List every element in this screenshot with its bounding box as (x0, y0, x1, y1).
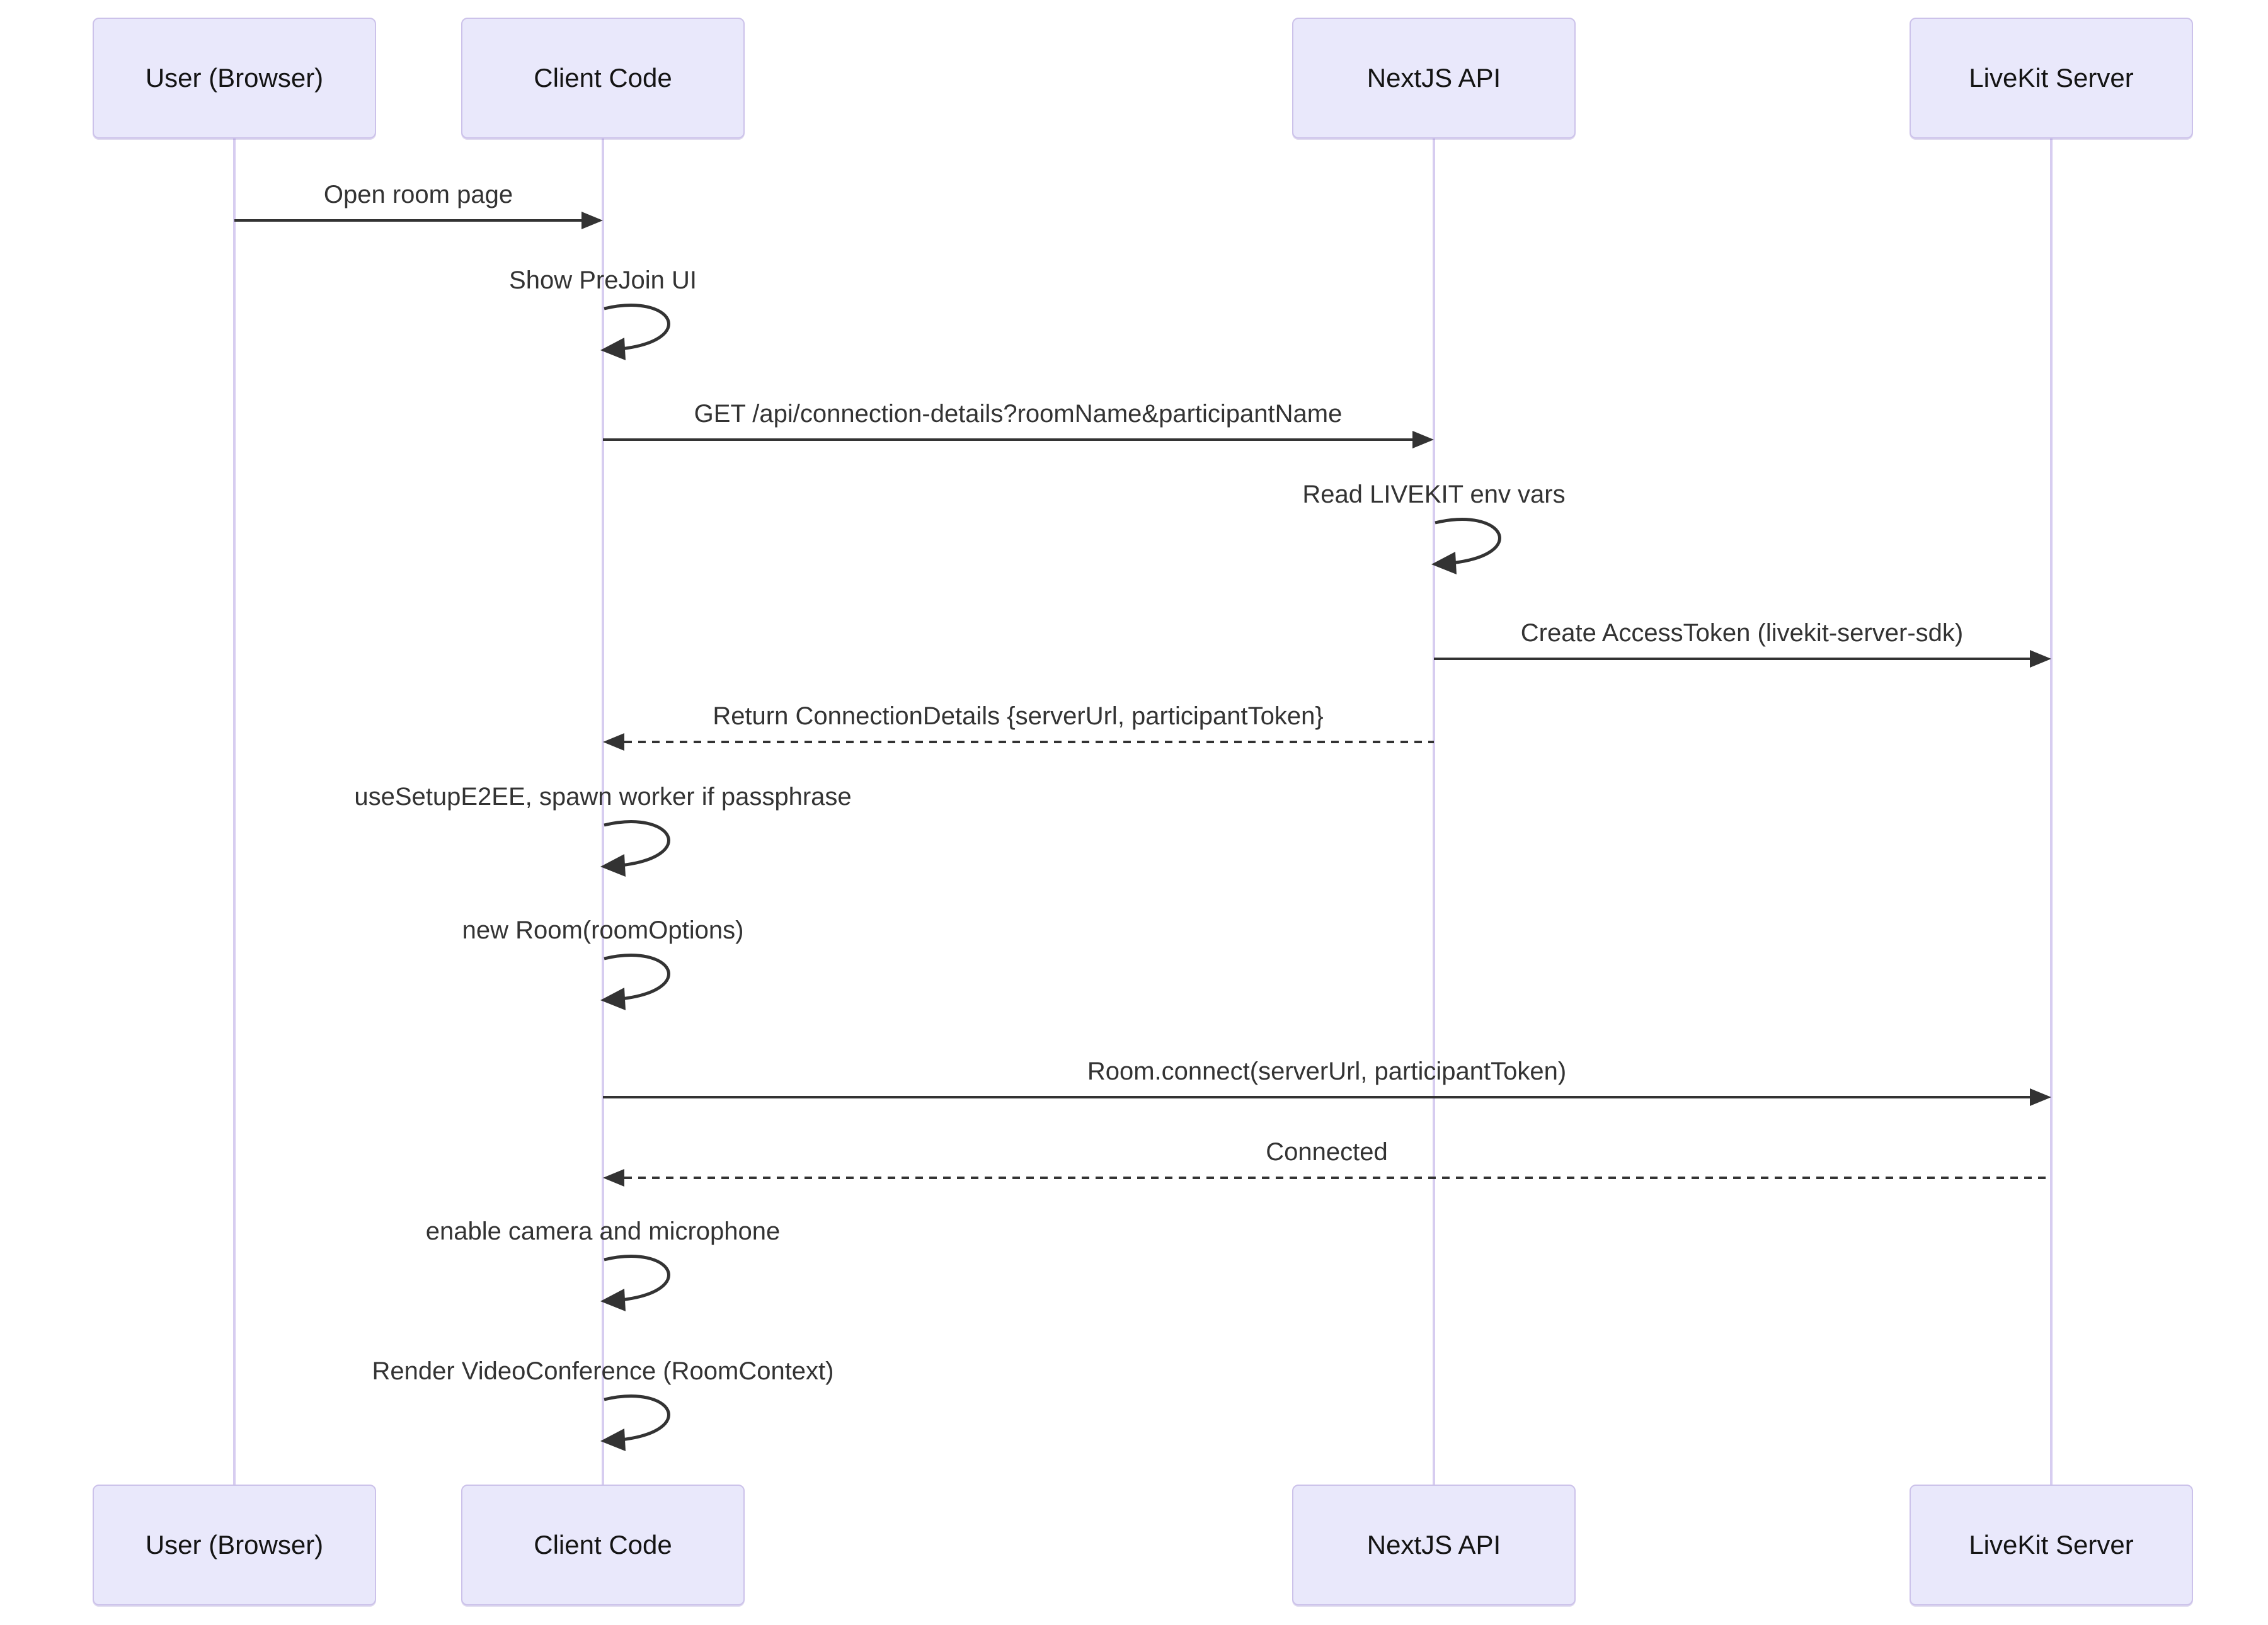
arrowhead-right-icon (2030, 650, 2051, 668)
actor-label-user-top: User (Browser) (145, 63, 324, 93)
self-loop-arrow-icon (600, 820, 670, 877)
self-loop-arrow-icon (600, 1255, 670, 1311)
lifeline-nextjs (1433, 139, 1435, 1485)
actor-box-client-top: Client Code (461, 18, 745, 139)
message-label-room-connect: Room.connect(serverUrl, participantToken… (1087, 1058, 1567, 1085)
message-label-open-room-page: Open room page (323, 181, 513, 208)
lifeline-client (602, 139, 604, 1485)
actor-label-client-bottom: Client Code (534, 1530, 672, 1559)
actor-box-nextjs-top: NextJS API (1292, 18, 1576, 139)
message-arrow-room-connect (603, 1096, 2030, 1098)
message-connected (624, 1177, 2050, 1179)
actor-label-nextjs-bottom: NextJS API (1366, 1530, 1501, 1559)
actor-box-user-top: User (Browser) (93, 18, 376, 139)
message-label-show-prejoin-ui: Show PreJoin UI (509, 266, 697, 294)
message-arrow-get-connection-details (603, 438, 1412, 441)
actor-box-client-bottom: Client Code (461, 1485, 745, 1605)
actor-label-livekit-bottom: LiveKit Server (1969, 1530, 2134, 1559)
message-label-return-connection-details: Return ConnectionDetails {serverUrl, par… (713, 702, 1324, 730)
message-arrow-create-accesstoken (1434, 658, 2030, 660)
actor-box-livekit-top: LiveKit Server (1910, 18, 2193, 139)
lifeline-user (233, 139, 236, 1485)
message-arrow-open-room-page (234, 219, 581, 222)
message-label-read-env-vars: Read LIVEKIT env vars (1302, 481, 1566, 508)
actor-box-nextjs-bottom: NextJS API (1292, 1485, 1576, 1605)
message-label-usesetupe2ee: useSetupE2EE, spawn worker if passphrase (354, 783, 852, 811)
message-label-enable-camera-mic: enable camera and microphone (425, 1217, 781, 1245)
message-label-render-videoconference: Render VideoConference (RoomContext) (372, 1357, 834, 1385)
actor-label-nextjs-top: NextJS API (1366, 63, 1501, 93)
message-label-get-connection-details: GET /api/connection-details?roomName&par… (694, 400, 1343, 428)
self-loop-arrow-icon (600, 304, 670, 360)
arrowhead-right-icon (1412, 431, 1434, 448)
actor-label-livekit-top: LiveKit Server (1969, 63, 2134, 93)
message-label-connected: Connected (1266, 1138, 1388, 1166)
message-label-new-room: new Room(roomOptions) (462, 916, 744, 944)
arrowhead-right-icon (581, 212, 603, 229)
self-loop-arrow-icon (1431, 518, 1501, 574)
actor-label-client-top: Client Code (534, 63, 672, 93)
lifeline-livekit (2050, 139, 2053, 1485)
message-label-create-accesstoken: Create AccessToken (livekit-server-sdk) (1520, 619, 1964, 647)
self-loop-arrow-icon (600, 954, 670, 1010)
actor-label-user-bottom: User (Browser) (145, 1530, 324, 1559)
self-loop-arrow-icon (600, 1394, 670, 1451)
actor-box-livekit-bottom: LiveKit Server (1910, 1485, 2193, 1605)
actor-box-user-bottom: User (Browser) (93, 1485, 376, 1605)
message-return-connection-details (624, 741, 1434, 743)
arrowhead-right-icon (2030, 1088, 2051, 1106)
arrowhead-left-icon (603, 733, 624, 751)
arrowhead-left-icon (603, 1169, 624, 1187)
